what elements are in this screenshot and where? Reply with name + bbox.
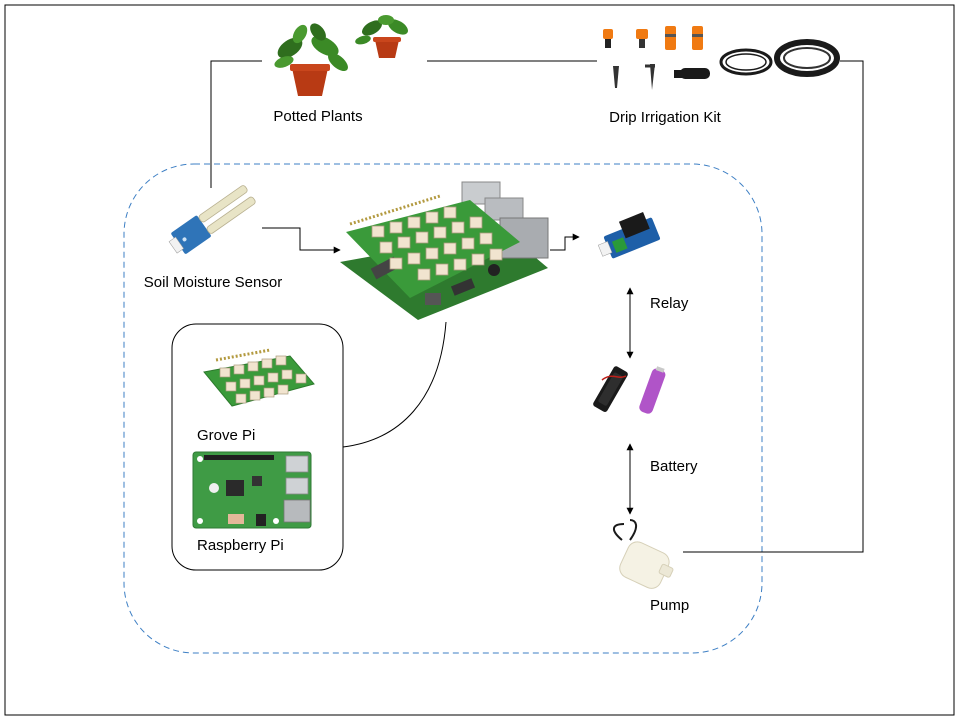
drip-hose-coil-large bbox=[774, 39, 840, 77]
relay-image bbox=[597, 211, 660, 259]
plant-1 bbox=[274, 23, 348, 96]
battery-label: Battery bbox=[650, 458, 698, 475]
battery-image bbox=[593, 366, 666, 414]
drip-irrigation-kit-image bbox=[603, 26, 840, 90]
board-callout-box bbox=[171, 323, 344, 571]
pump-image bbox=[613, 519, 674, 589]
drip-fitting-1 bbox=[603, 29, 613, 48]
soil-moisture-sensor-image bbox=[168, 185, 256, 254]
relay-label: Relay bbox=[650, 295, 689, 312]
system-boundary bbox=[123, 163, 763, 654]
drip-tube-coil-small bbox=[719, 48, 773, 76]
arrow-sensor-to-grovepi bbox=[262, 227, 341, 254]
grovepi-stack-image bbox=[340, 181, 549, 320]
raspberry-logo-icon bbox=[209, 483, 219, 493]
raspberry-pi-label: Raspberry Pi bbox=[197, 537, 284, 554]
grove-pi-label: Grove Pi bbox=[197, 427, 255, 444]
pump-label: Pump bbox=[650, 597, 689, 614]
grovepi-board-image bbox=[203, 348, 315, 407]
line-board-to-callout bbox=[342, 321, 447, 448]
drip-fitting-2 bbox=[636, 29, 648, 48]
potted-plants-label: Potted Plants bbox=[273, 108, 362, 125]
line-drip-kit-to-pump bbox=[683, 60, 864, 553]
plant-2 bbox=[355, 15, 408, 58]
soil-moisture-sensor-label: Soil Moisture Sensor bbox=[144, 274, 282, 291]
drip-irrigation-kit-label: Drip Irrigation Kit bbox=[609, 109, 722, 126]
drip-stake-1 bbox=[613, 66, 619, 88]
potted-plants-image bbox=[274, 15, 408, 96]
drip-fitting-4 bbox=[692, 26, 703, 50]
drip-fitting-3 bbox=[665, 26, 676, 50]
line-sensor-to-plants bbox=[210, 60, 262, 188]
arrow-grovepi-to-relay bbox=[550, 233, 580, 251]
outer-frame bbox=[4, 4, 955, 716]
raspberry-pi-board-image bbox=[192, 451, 312, 529]
drip-connector bbox=[674, 68, 710, 79]
grove-connectors bbox=[371, 206, 503, 281]
drip-stake-2 bbox=[650, 64, 655, 90]
